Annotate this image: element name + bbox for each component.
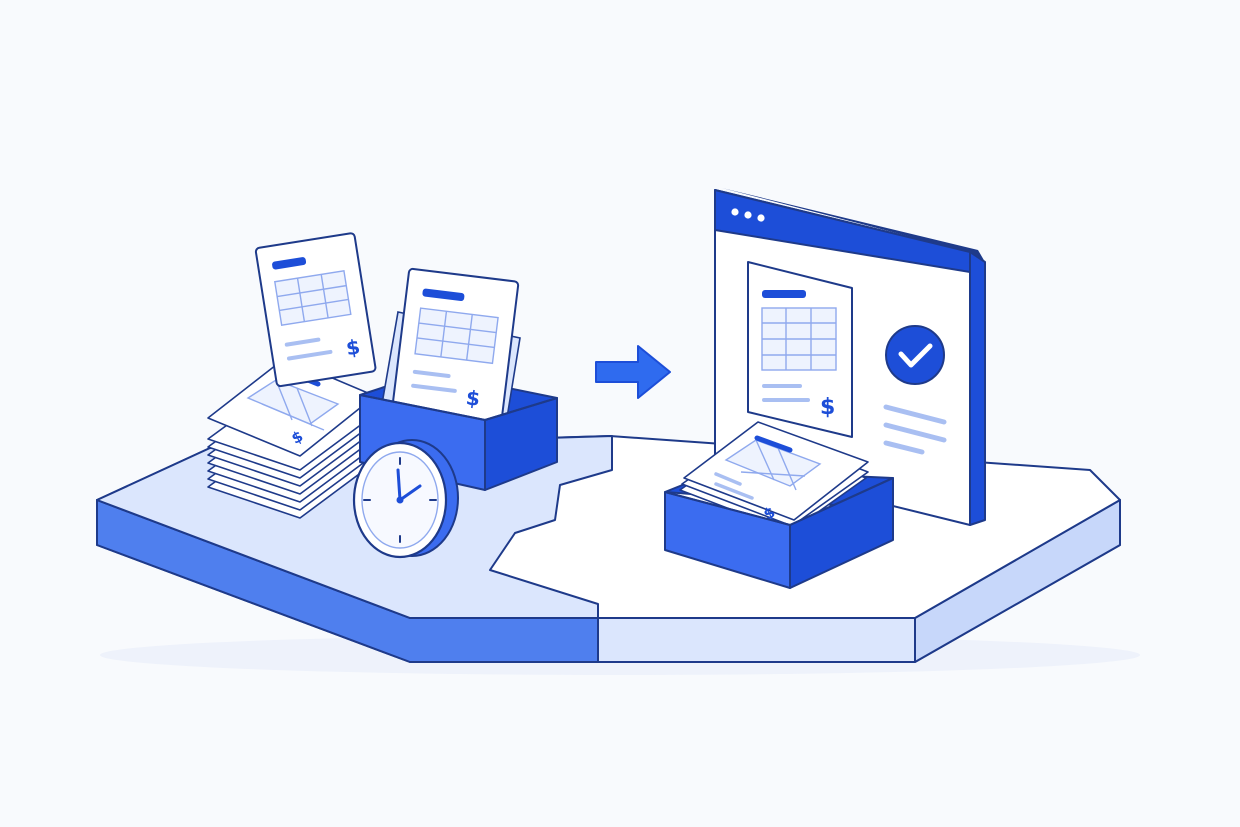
invoice-document-icon: $ xyxy=(747,261,853,438)
paper-stack-icon: $ xyxy=(207,357,379,519)
inbox-tray-icon: $ xyxy=(664,421,894,589)
clock-icon xyxy=(352,439,459,559)
dollar-icon: $ xyxy=(820,395,835,420)
dollar-icon: $ xyxy=(465,385,482,411)
invoice-document-icon: $ xyxy=(254,232,377,388)
window-controls xyxy=(731,208,765,222)
arrow-right-icon xyxy=(595,345,671,399)
dollar-icon: $ xyxy=(344,334,362,360)
text-lines xyxy=(883,404,947,455)
invoice-document-icon: $ xyxy=(391,267,520,428)
checkmark-circle-icon xyxy=(885,325,945,385)
paper-stack-icon: $ xyxy=(679,421,869,533)
